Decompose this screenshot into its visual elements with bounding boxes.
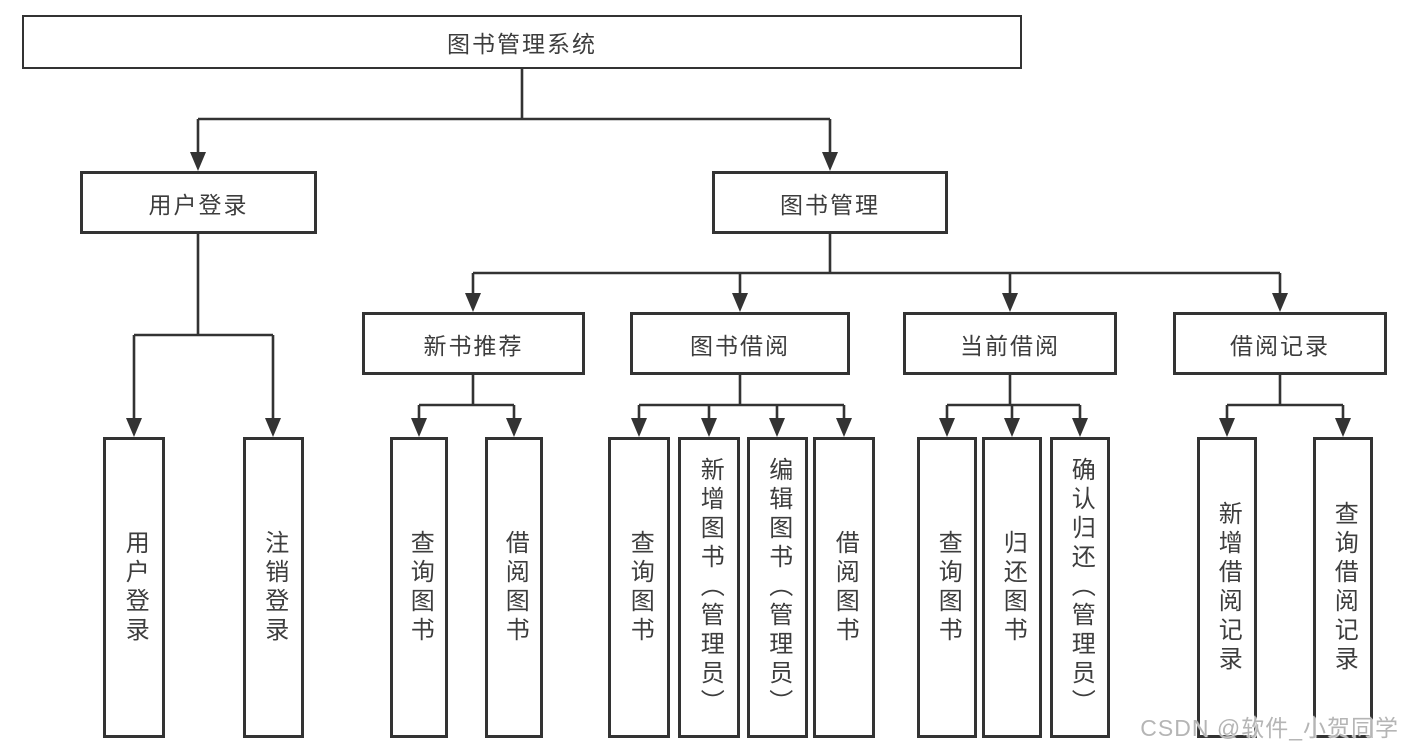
node-label: 图书管理 (780, 191, 880, 218)
node-label: 当前借阅 (960, 332, 1060, 359)
node-label: 归还图书 (999, 529, 1027, 646)
node-label: 用户登录 (148, 191, 249, 218)
leaf-logout: 注销登录 (243, 437, 304, 738)
leaf-recommend-query-books: 查询图书 (390, 437, 448, 738)
node-label: 查询图书 (934, 529, 962, 646)
node-new-book-recommendation: 新书推荐 (362, 312, 585, 375)
node-label: 新增图书（管理员） (696, 457, 724, 718)
node-label: 图书借阅 (690, 332, 790, 359)
node-label: 借阅图书 (501, 529, 529, 646)
leaf-borrowing-borrow-books: 借阅图书 (813, 437, 875, 738)
node-label: 编辑图书（管理员） (764, 457, 792, 718)
node-label: 查询图书 (626, 529, 654, 646)
node-current-borrowing: 当前借阅 (903, 312, 1117, 375)
node-label: 查询图书 (406, 529, 434, 646)
node-borrowing-records: 借阅记录 (1173, 312, 1387, 375)
node-label: 新书推荐 (423, 332, 524, 359)
node-user-login: 用户登录 (80, 171, 317, 234)
node-label: 借阅图书 (831, 529, 859, 646)
leaf-current-query-books: 查询图书 (917, 437, 977, 738)
node-library-management-system: 图书管理系统 (22, 15, 1022, 69)
leaf-current-return-books: 归还图书 (982, 437, 1042, 738)
leaf-borrowing-edit-books-admin: 编辑图书（管理员） (747, 437, 808, 738)
leaf-current-confirm-return-admin: 确认归还（管理员） (1050, 437, 1110, 738)
leaf-records-query-record: 查询借阅记录 (1313, 437, 1373, 738)
node-label: 新增借阅记录 (1214, 500, 1242, 675)
leaf-user-login: 用户登录 (103, 437, 165, 738)
leaf-borrowing-query-books: 查询图书 (608, 437, 670, 738)
connector-lines (132, 69, 1345, 421)
node-label: 用户登录 (121, 529, 149, 646)
leaf-recommend-borrow-books: 借阅图书 (485, 437, 543, 738)
leaf-borrowing-add-books-admin: 新增图书（管理员） (678, 437, 740, 738)
node-label: 注销登录 (260, 529, 288, 646)
node-book-borrowing: 图书借阅 (630, 312, 850, 375)
csdn-watermark: CSDN @软件_小贺同学 (1140, 715, 1399, 741)
node-label: 确认归还（管理员） (1067, 457, 1095, 718)
node-label: 图书管理系统 (447, 31, 597, 57)
node-book-management: 图书管理 (712, 171, 948, 234)
arrowhead-icons (126, 152, 1351, 437)
leaf-records-add-record: 新增借阅记录 (1197, 437, 1257, 738)
node-label: 查询借阅记录 (1330, 500, 1358, 675)
node-label: 借阅记录 (1230, 332, 1330, 359)
